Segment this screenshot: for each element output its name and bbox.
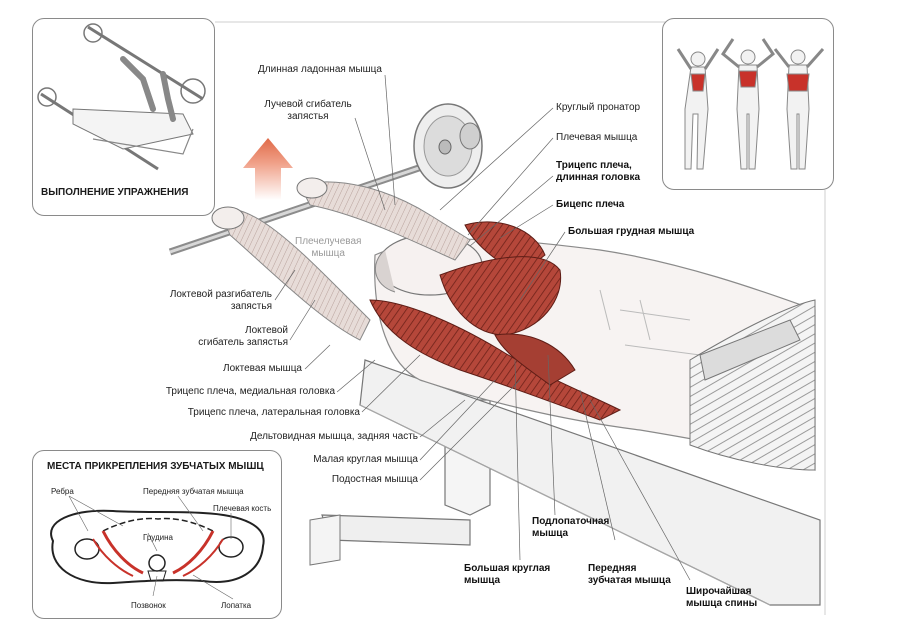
label-latissimus-dorsi: Широчайшая мышца спины xyxy=(686,586,758,609)
label-anconeus: Локтевая мышца xyxy=(223,363,302,374)
label-pectoralis-major: Большая грудная мышца xyxy=(568,226,695,237)
sternum-label: Грудина xyxy=(143,533,173,542)
anterior-serratus-label: Передняя зубчатая мышца xyxy=(143,487,244,496)
label-triceps-medial: Трицепс плеча, медиальная головка xyxy=(165,386,335,397)
label-triceps-long: Трицепс плеча, длинная головка xyxy=(556,160,641,183)
label-deltoid-posterior: Дельтовидная мышца, задняя часть xyxy=(250,431,418,442)
execution-mini-figure xyxy=(37,23,206,171)
scapula-label: Лопатка xyxy=(221,601,252,610)
spine-label: Позвонок xyxy=(131,601,166,610)
target-muscles-figures xyxy=(676,38,825,170)
label-biceps: Бицепс плеча xyxy=(556,199,625,210)
serratus-cross-section xyxy=(50,495,265,600)
label-teres-major: Большая круглая мышца xyxy=(464,563,551,586)
label-triceps-lateral: Трицепс плеча, латеральная головка xyxy=(187,407,360,418)
brachioradialis-ghost-label: Плечелучевая мышца xyxy=(295,236,362,259)
label-pronator-teres: Круглый пронатор xyxy=(556,102,641,113)
serratus-panel: МЕСТА ПРИКРЕПЛЕНИЯ ЗУБЧАТЫХ МЫШЦ Ребра П… xyxy=(32,450,282,619)
execution-title: ВЫПОЛНЕНИЕ УПРАЖНЕНИЯ xyxy=(41,187,189,198)
label-palmaris-longus: Длинная ладонная мышца xyxy=(258,64,382,75)
label-subscapularis: Подлопаточная мышца xyxy=(532,516,610,539)
target-muscles-panel xyxy=(662,18,834,190)
humerus-label: Плечевая кость xyxy=(213,504,272,513)
execution-panel: ВЫПОЛНЕНИЕ УПРАЖНЕНИЯ xyxy=(32,18,215,216)
serratus-title: МЕСТА ПРИКРЕПЛЕНИЯ ЗУБЧАТЫХ МЫШЦ xyxy=(47,461,264,472)
ribs-label: Ребра xyxy=(51,487,74,496)
movement-arrow xyxy=(243,138,293,200)
label-teres-minor: Малая круглая мышца xyxy=(313,454,418,465)
label-infraspinatus: Подостная мышца xyxy=(331,474,418,485)
label-flexor-carpi-ulnaris: Локтевой сгибатель запястья xyxy=(198,325,288,348)
label-flexor-carpi-radialis: Лучевой сгибатель запястья xyxy=(264,99,352,122)
label-extensor-carpi-ulnaris: Локтевой разгибатель запястья xyxy=(169,289,272,312)
label-brachialis: Плечевая мышца xyxy=(556,132,638,143)
label-serratus-anterior: Передняя зубчатая мышца xyxy=(588,563,671,586)
